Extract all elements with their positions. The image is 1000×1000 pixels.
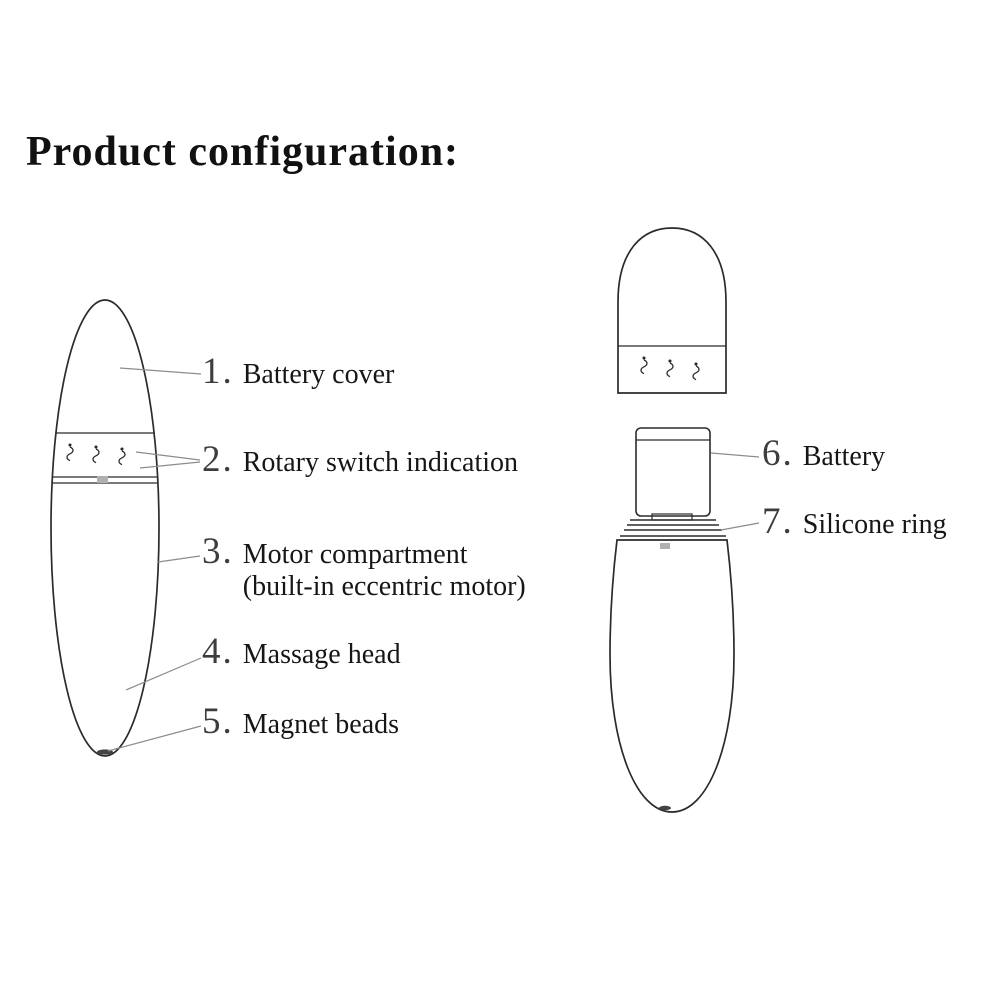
vibration-icon — [640, 356, 648, 375]
callout-massage-head: 4. Massage head — [202, 630, 401, 673]
callout-battery: 6. Battery — [762, 432, 885, 475]
leader-line-1 — [119, 367, 202, 375]
callout-number: 2. — [202, 439, 234, 480]
callout-text: Battery — [802, 441, 886, 472]
battery-base-connector — [651, 513, 693, 521]
leader-line-6 — [710, 452, 760, 458]
exploded-device — [609, 227, 735, 813]
leader-line-2b — [139, 461, 201, 469]
leader-line-7 — [720, 522, 760, 531]
vibration-icon — [66, 443, 74, 462]
callout-rotary-switch: 2. Rotary switch indication — [202, 438, 518, 481]
lower-body-outline — [609, 539, 735, 813]
callout-text: Magnet beads — [242, 709, 400, 740]
switch-indicator-mark — [97, 476, 108, 483]
callout-number: 6. — [762, 433, 794, 474]
vibration-icon — [692, 362, 700, 381]
assembled-device — [50, 299, 160, 757]
body-indicator-mark — [660, 543, 670, 549]
callout-number: 4. — [202, 631, 234, 672]
callout-number: 7. — [762, 501, 794, 542]
callout-text: Battery cover — [242, 359, 395, 390]
page-title: Product configuration: — [26, 129, 460, 175]
callout-number: 3. — [202, 531, 234, 572]
callout-motor-compartment: 3. Motor compartment (built-in eccentric… — [202, 530, 526, 603]
callout-text: Motor compartment — [242, 539, 468, 570]
vibration-icon — [92, 445, 100, 464]
bottom-tip-mark — [659, 805, 671, 811]
leader-line-4 — [125, 657, 202, 691]
callout-text: Rotary switch indication — [242, 447, 519, 478]
vibration-icon — [118, 447, 126, 466]
leader-line-3 — [157, 555, 201, 563]
callout-number: 1. — [202, 351, 234, 392]
leader-lines — [107, 367, 760, 752]
leader-line-2a — [135, 451, 201, 461]
callout-text: Silicone ring — [802, 509, 947, 540]
callout-magnet-beads: 5. Magnet beads — [202, 700, 399, 743]
device-body-outline — [50, 299, 160, 757]
callout-text: Massage head — [242, 639, 401, 670]
callout-battery-cover: 1. Battery cover — [202, 350, 394, 393]
callout-silicone-ring: 7. Silicone ring — [762, 500, 947, 543]
callout-number: 5. — [202, 701, 234, 742]
vibration-icon — [666, 359, 674, 378]
silicone-ring — [620, 519, 726, 537]
leader-line-5 — [107, 725, 202, 752]
battery-outline — [635, 427, 711, 517]
callout-text-stack: Motor compartment (built-in eccentric mo… — [243, 539, 526, 603]
callout-text-secondary: (built-in eccentric motor) — [242, 571, 526, 603]
battery-cover-cap — [617, 227, 727, 394]
